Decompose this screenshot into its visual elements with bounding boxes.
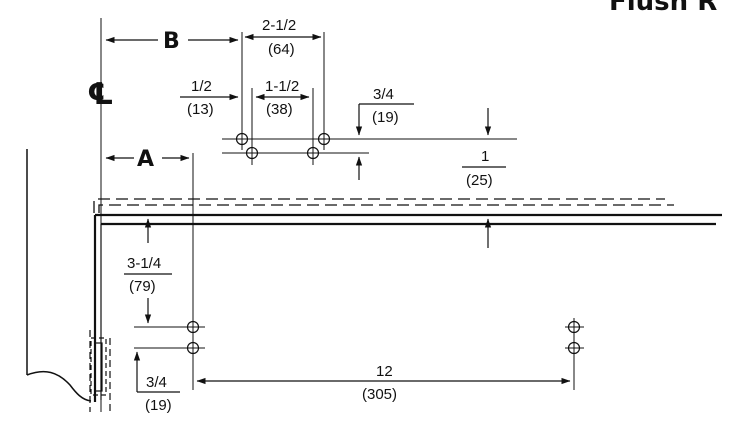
door-dashed-outline-inner — [98, 204, 674, 213]
dimension-spacing-fraction: 2-1/2 — [262, 17, 296, 34]
dimension-offset-metric: (13) — [187, 101, 214, 118]
mounting-hole — [186, 341, 200, 355]
dimension-spacing-metric: (64) — [268, 41, 295, 58]
door-dashed-outline-outer — [93, 198, 665, 213]
door-bottom-curve — [26, 370, 92, 402]
dimension-b-label: B — [163, 29, 180, 54]
dimension-offset-fraction: 1/2 — [191, 78, 212, 95]
mounting-hole — [186, 320, 200, 334]
page-title: Flush R — [609, 0, 717, 17]
hinge-inner — [94, 342, 103, 392]
dimension-offset-metric: (19) — [145, 397, 172, 414]
dimension-spacing-metric: (38) — [266, 101, 293, 118]
mounting-hole — [235, 131, 249, 147]
mounting-hole — [317, 131, 331, 147]
dimension-spacing-fraction: 1-1/2 — [265, 78, 299, 95]
mounting-hole — [306, 145, 320, 161]
dimension-offset-fraction: 3/4 — [373, 86, 394, 103]
dimension-spacing-fraction: 12 — [376, 363, 393, 380]
dimension-offset-metric: (79) — [129, 278, 156, 295]
centerline-symbol: ℄ — [87, 77, 114, 112]
dimension-offset-fraction: 1 — [481, 148, 489, 165]
mounting-hole — [245, 145, 259, 161]
hinge-outer — [90, 337, 107, 396]
mounting-hole — [567, 320, 581, 334]
dimension-offset-metric: (19) — [372, 109, 399, 126]
mounting-hole — [567, 341, 581, 355]
dimension-a-label: A — [137, 147, 154, 172]
dimension-offset-metric: (25) — [466, 172, 493, 189]
dimension-spacing-metric: (305) — [362, 386, 397, 403]
dimension-offset-fraction: 3/4 — [146, 374, 167, 391]
dimension-offset-fraction: 3-1/4 — [127, 255, 161, 272]
